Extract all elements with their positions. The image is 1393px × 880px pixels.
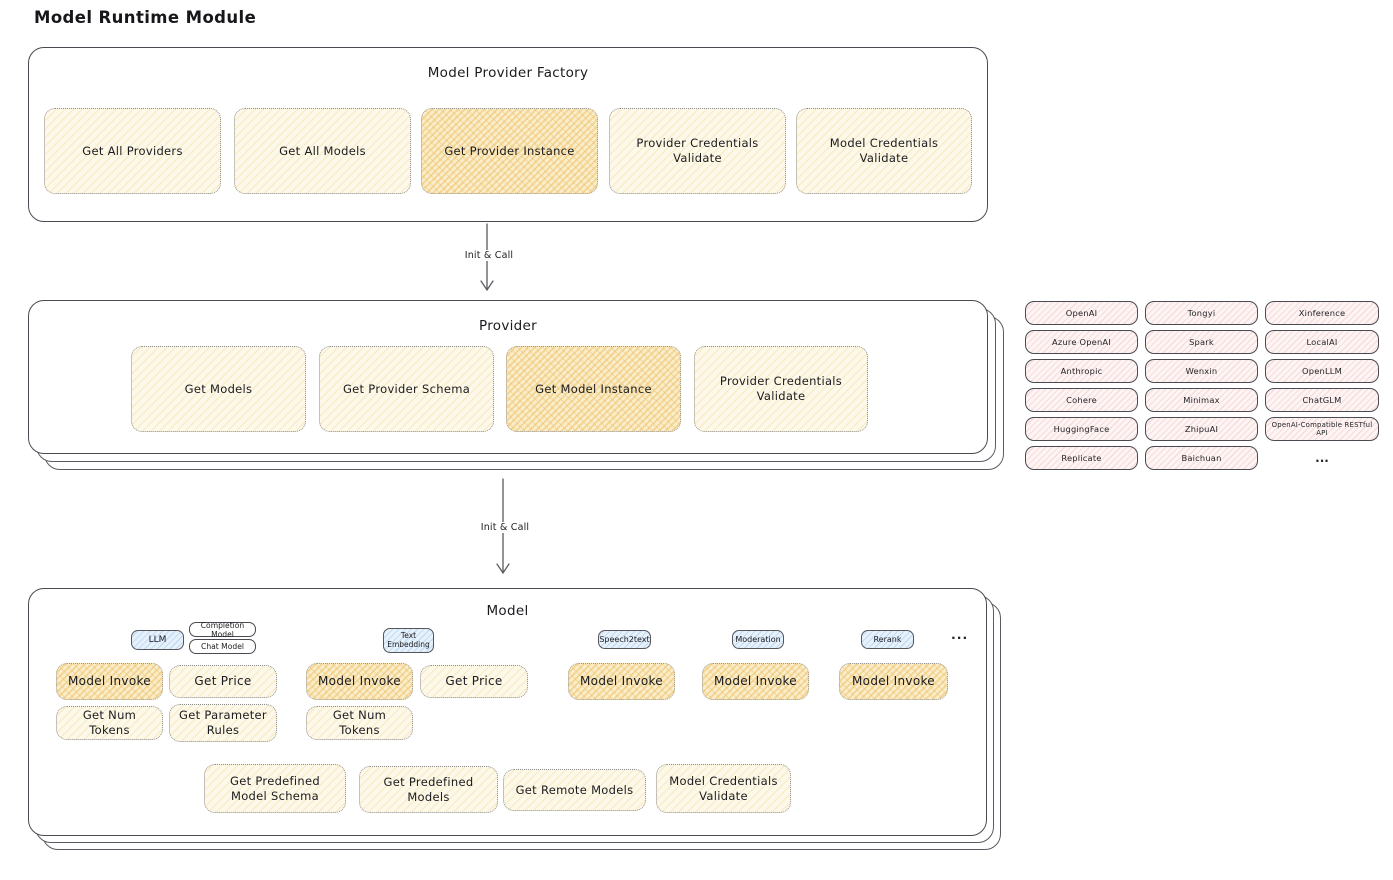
moderation-model-invoke-box: Model Invoke bbox=[702, 663, 809, 700]
tab-text-embedding: Text Embedding bbox=[383, 628, 434, 653]
llm-get-price-box: Get Price bbox=[169, 665, 277, 698]
factory-get-all-models-box: Get All Models bbox=[234, 108, 411, 194]
tab-rerank: Rerank bbox=[861, 630, 914, 649]
factory-get-all-providers-box: Get All Providers bbox=[44, 108, 221, 194]
provider-get-models-box: Get Models bbox=[131, 346, 306, 432]
provider-pill-tongyi: Tongyi bbox=[1145, 301, 1258, 325]
embedding-get-num-tokens-box: Get Num Tokens bbox=[306, 706, 413, 740]
page-title: Model Runtime Module bbox=[34, 8, 257, 27]
factory-provider-credentials-validate-box: Provider Credentials Validate bbox=[609, 108, 786, 194]
provider-pill-wenxin: Wenxin bbox=[1145, 359, 1258, 383]
get-predefined-models-box: Get Predefined Models bbox=[359, 766, 498, 813]
rerank-model-invoke-box: Model Invoke bbox=[839, 663, 948, 700]
factory-model-credentials-validate-box: Model Credentials Validate bbox=[796, 108, 972, 194]
init-call-label-2: Init & Call bbox=[473, 522, 537, 533]
model-panel: Model LLM Completion Model Chat Model Te… bbox=[28, 588, 987, 836]
provider-pill-chatglm: ChatGLM bbox=[1265, 388, 1379, 412]
speech2text-model-invoke-box: Model Invoke bbox=[568, 663, 675, 700]
model-types-ellipsis: ... bbox=[951, 627, 969, 642]
provider-pill-cohere: Cohere bbox=[1025, 388, 1138, 412]
tab-moderation: Moderation bbox=[732, 630, 784, 649]
provider-get-provider-schema-box: Get Provider Schema bbox=[319, 346, 494, 432]
provider-pill-xinference: Xinference bbox=[1265, 301, 1379, 325]
provider-pill-localai: LocalAI bbox=[1265, 330, 1379, 354]
provider-pill-baichuan: Baichuan bbox=[1145, 446, 1258, 470]
provider-panel: Provider Get Models Get Provider Schema … bbox=[28, 300, 988, 454]
llm-model-invoke-box: Model Invoke bbox=[56, 663, 163, 700]
provider-pill-spark: Spark bbox=[1145, 330, 1258, 354]
provider-list-more: ... bbox=[1315, 451, 1329, 465]
tab-speech2text: Speech2text bbox=[598, 630, 651, 649]
get-predefined-model-schema-box: Get Predefined Model Schema bbox=[204, 764, 346, 813]
provider-pill-openllm: OpenLLM bbox=[1265, 359, 1379, 383]
init-call-label-1: Init & Call bbox=[457, 250, 521, 261]
tab-completion-model: Completion Model bbox=[189, 621, 256, 639]
factory-panel: Model Provider Factory Get All Providers… bbox=[28, 47, 988, 222]
factory-get-provider-instance-box: Get Provider Instance bbox=[421, 108, 598, 194]
tab-chat-model: Chat Model bbox=[189, 639, 256, 654]
provider-pill-minimax: Minimax bbox=[1145, 388, 1258, 412]
llm-get-parameter-rules-box: Get Parameter Rules bbox=[169, 704, 277, 742]
embedding-model-invoke-box: Model Invoke bbox=[306, 663, 413, 700]
model-credentials-validate-box: Model Credentials Validate bbox=[656, 764, 791, 813]
provider-list: OpenAI Tongyi Xinference Azure OpenAI Sp… bbox=[1025, 301, 1379, 470]
provider-credentials-validate-box: Provider Credentials Validate bbox=[694, 346, 868, 432]
provider-pill-anthropic: Anthropic bbox=[1025, 359, 1138, 383]
provider-get-model-instance-box: Get Model Instance bbox=[506, 346, 681, 432]
provider-pill-openai-compatible: OpenAI-Compatible RESTful API bbox=[1265, 417, 1379, 441]
model-panel-title: Model bbox=[486, 603, 529, 619]
provider-panel-title: Provider bbox=[479, 318, 537, 334]
embedding-get-price-box: Get Price bbox=[420, 665, 528, 698]
provider-pill-azure-openai: Azure OpenAI bbox=[1025, 330, 1138, 354]
provider-pill-replicate: Replicate bbox=[1025, 446, 1138, 470]
llm-get-num-tokens-box: Get Num Tokens bbox=[56, 706, 163, 740]
factory-panel-title: Model Provider Factory bbox=[427, 65, 589, 81]
provider-pill-zhipuai: ZhipuAI bbox=[1145, 417, 1258, 441]
get-remote-models-box: Get Remote Models bbox=[503, 769, 646, 811]
provider-pill-openai: OpenAI bbox=[1025, 301, 1138, 325]
tab-llm: LLM bbox=[131, 630, 184, 650]
provider-pill-huggingface: HuggingFace bbox=[1025, 417, 1138, 441]
